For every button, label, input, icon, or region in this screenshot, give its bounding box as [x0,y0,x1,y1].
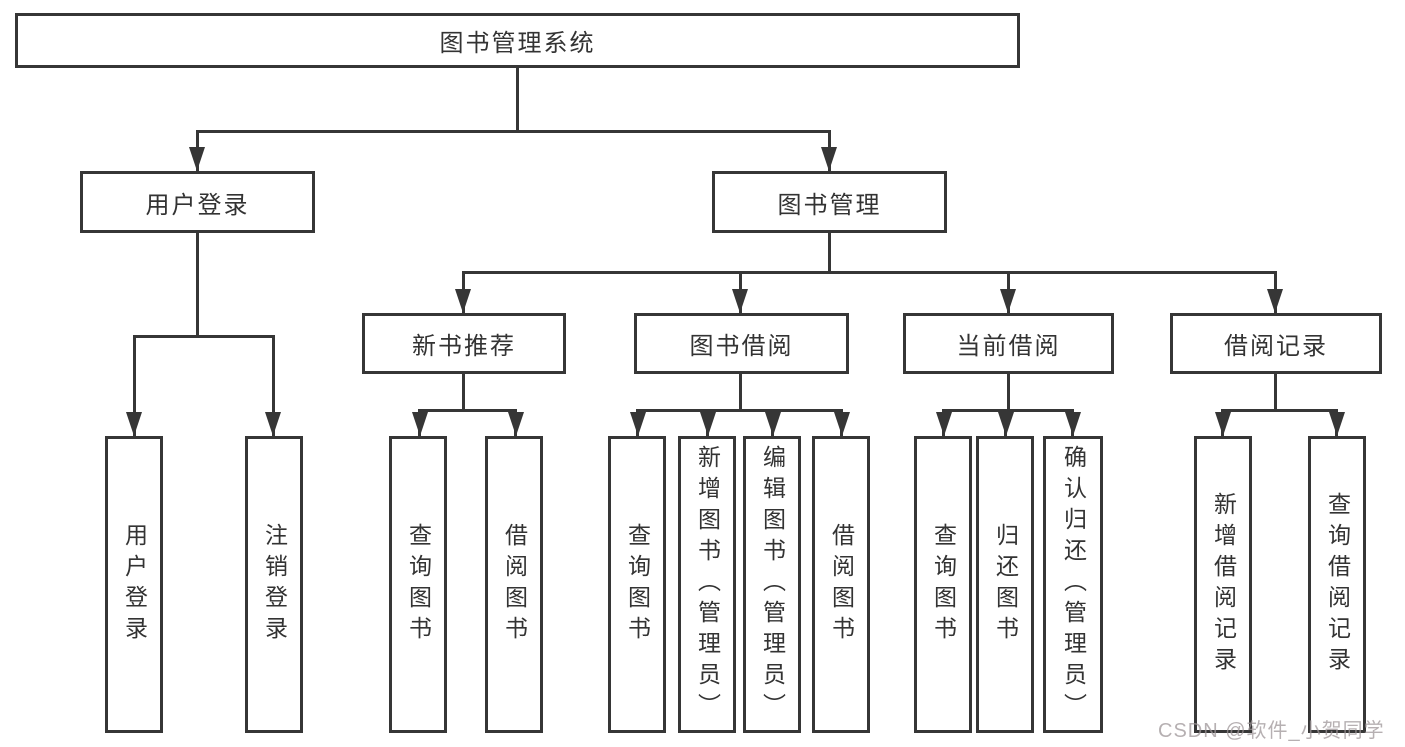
connector-stem [739,374,742,409]
connector-stem [1274,374,1277,409]
arrow-down-icon [630,412,646,436]
arrow-down-icon [126,412,142,436]
connector-stem [462,374,465,409]
connector-stem [272,335,275,436]
arrow-down-icon [1000,289,1016,313]
node-label: 确认归还（管理员） [1060,445,1087,724]
leaf-add-books-admin: 新增图书（管理员） [678,436,736,733]
leaf-user-login: 用户登录 [105,436,163,733]
node-book-management: 图书管理 [712,171,947,233]
connector-stem [1007,374,1010,409]
arrow-down-icon [189,147,205,171]
node-label: 借阅图书 [501,522,528,647]
node-label: 查询借阅记录 [1324,491,1351,678]
leaf-return-books: 归还图书 [976,436,1034,733]
node-label: 用户登录 [121,522,148,647]
leaf-borrow-books-recommend: 借阅图书 [485,436,543,733]
node-label: 新增图书（管理员） [694,445,721,724]
leaf-query-books-current: 查询图书 [914,436,972,733]
leaf-query-books-recommend: 查询图书 [389,436,447,733]
connector-rail [942,409,1074,412]
csdn-watermark: CSDN @软件_小贺同学 [1158,720,1385,742]
arrow-down-icon [508,412,524,436]
node-user-login: 用户登录 [80,171,315,233]
connector-stem [828,233,831,271]
arrow-down-icon [1329,412,1345,436]
node-label: 图书管理系统 [439,30,596,57]
node-label: 新书推荐 [412,333,516,360]
leaf-logout: 注销登录 [245,436,303,733]
leaf-add-borrow-record: 新增借阅记录 [1194,436,1252,733]
arrow-down-icon [1065,412,1081,436]
connector-rail [1221,409,1338,412]
arrow-down-icon [765,412,781,436]
leaf-query-books-borrow: 查询图书 [608,436,666,733]
connector-stem [196,233,199,335]
connector-rail [133,335,275,338]
node-label: 查询图书 [930,522,957,647]
node-label: 借阅记录 [1224,333,1328,360]
connector-level2-rail [196,130,830,133]
node-label: 借阅图书 [828,522,855,647]
arrow-down-icon [821,147,837,171]
node-label: 查询图书 [405,522,432,647]
arrow-down-icon [412,412,428,436]
arrow-down-icon [998,412,1014,436]
arrow-down-icon [834,412,850,436]
arrow-down-icon [936,412,952,436]
leaf-edit-books-admin: 编辑图书（管理员） [743,436,801,733]
arrow-down-icon [732,289,748,313]
connector-rail [418,409,517,412]
node-label: 查询图书 [624,522,651,647]
node-new-book-recommend: 新书推荐 [362,313,566,374]
arrow-down-icon [265,412,281,436]
arrow-down-icon [1267,289,1283,313]
node-label: 归还图书 [992,522,1019,647]
arrow-down-icon [1215,412,1231,436]
node-label: 用户登录 [145,191,250,219]
node-label: 图书借阅 [689,333,794,360]
node-current-borrow: 当前借阅 [903,313,1114,374]
connector-root-stem [516,68,519,130]
connector-rail [636,409,843,412]
arrow-down-icon [455,289,471,313]
connector-stem [133,335,136,436]
node-label: 当前借阅 [956,333,1061,360]
node-label: 注销登录 [261,522,288,647]
node-book-borrow: 图书借阅 [634,313,849,374]
node-root: 图书管理系统 [15,13,1020,68]
node-label: 编辑图书（管理员） [759,445,786,724]
connector-level3-rail [462,271,1277,274]
leaf-query-borrow-record: 查询借阅记录 [1308,436,1366,733]
arrow-down-icon [700,412,716,436]
leaf-borrow-books: 借阅图书 [812,436,870,733]
node-borrow-records: 借阅记录 [1170,313,1382,374]
node-label: 新增借阅记录 [1210,491,1237,678]
leaf-confirm-return-admin: 确认归还（管理员） [1043,436,1103,733]
node-label: 图书管理 [777,191,882,219]
